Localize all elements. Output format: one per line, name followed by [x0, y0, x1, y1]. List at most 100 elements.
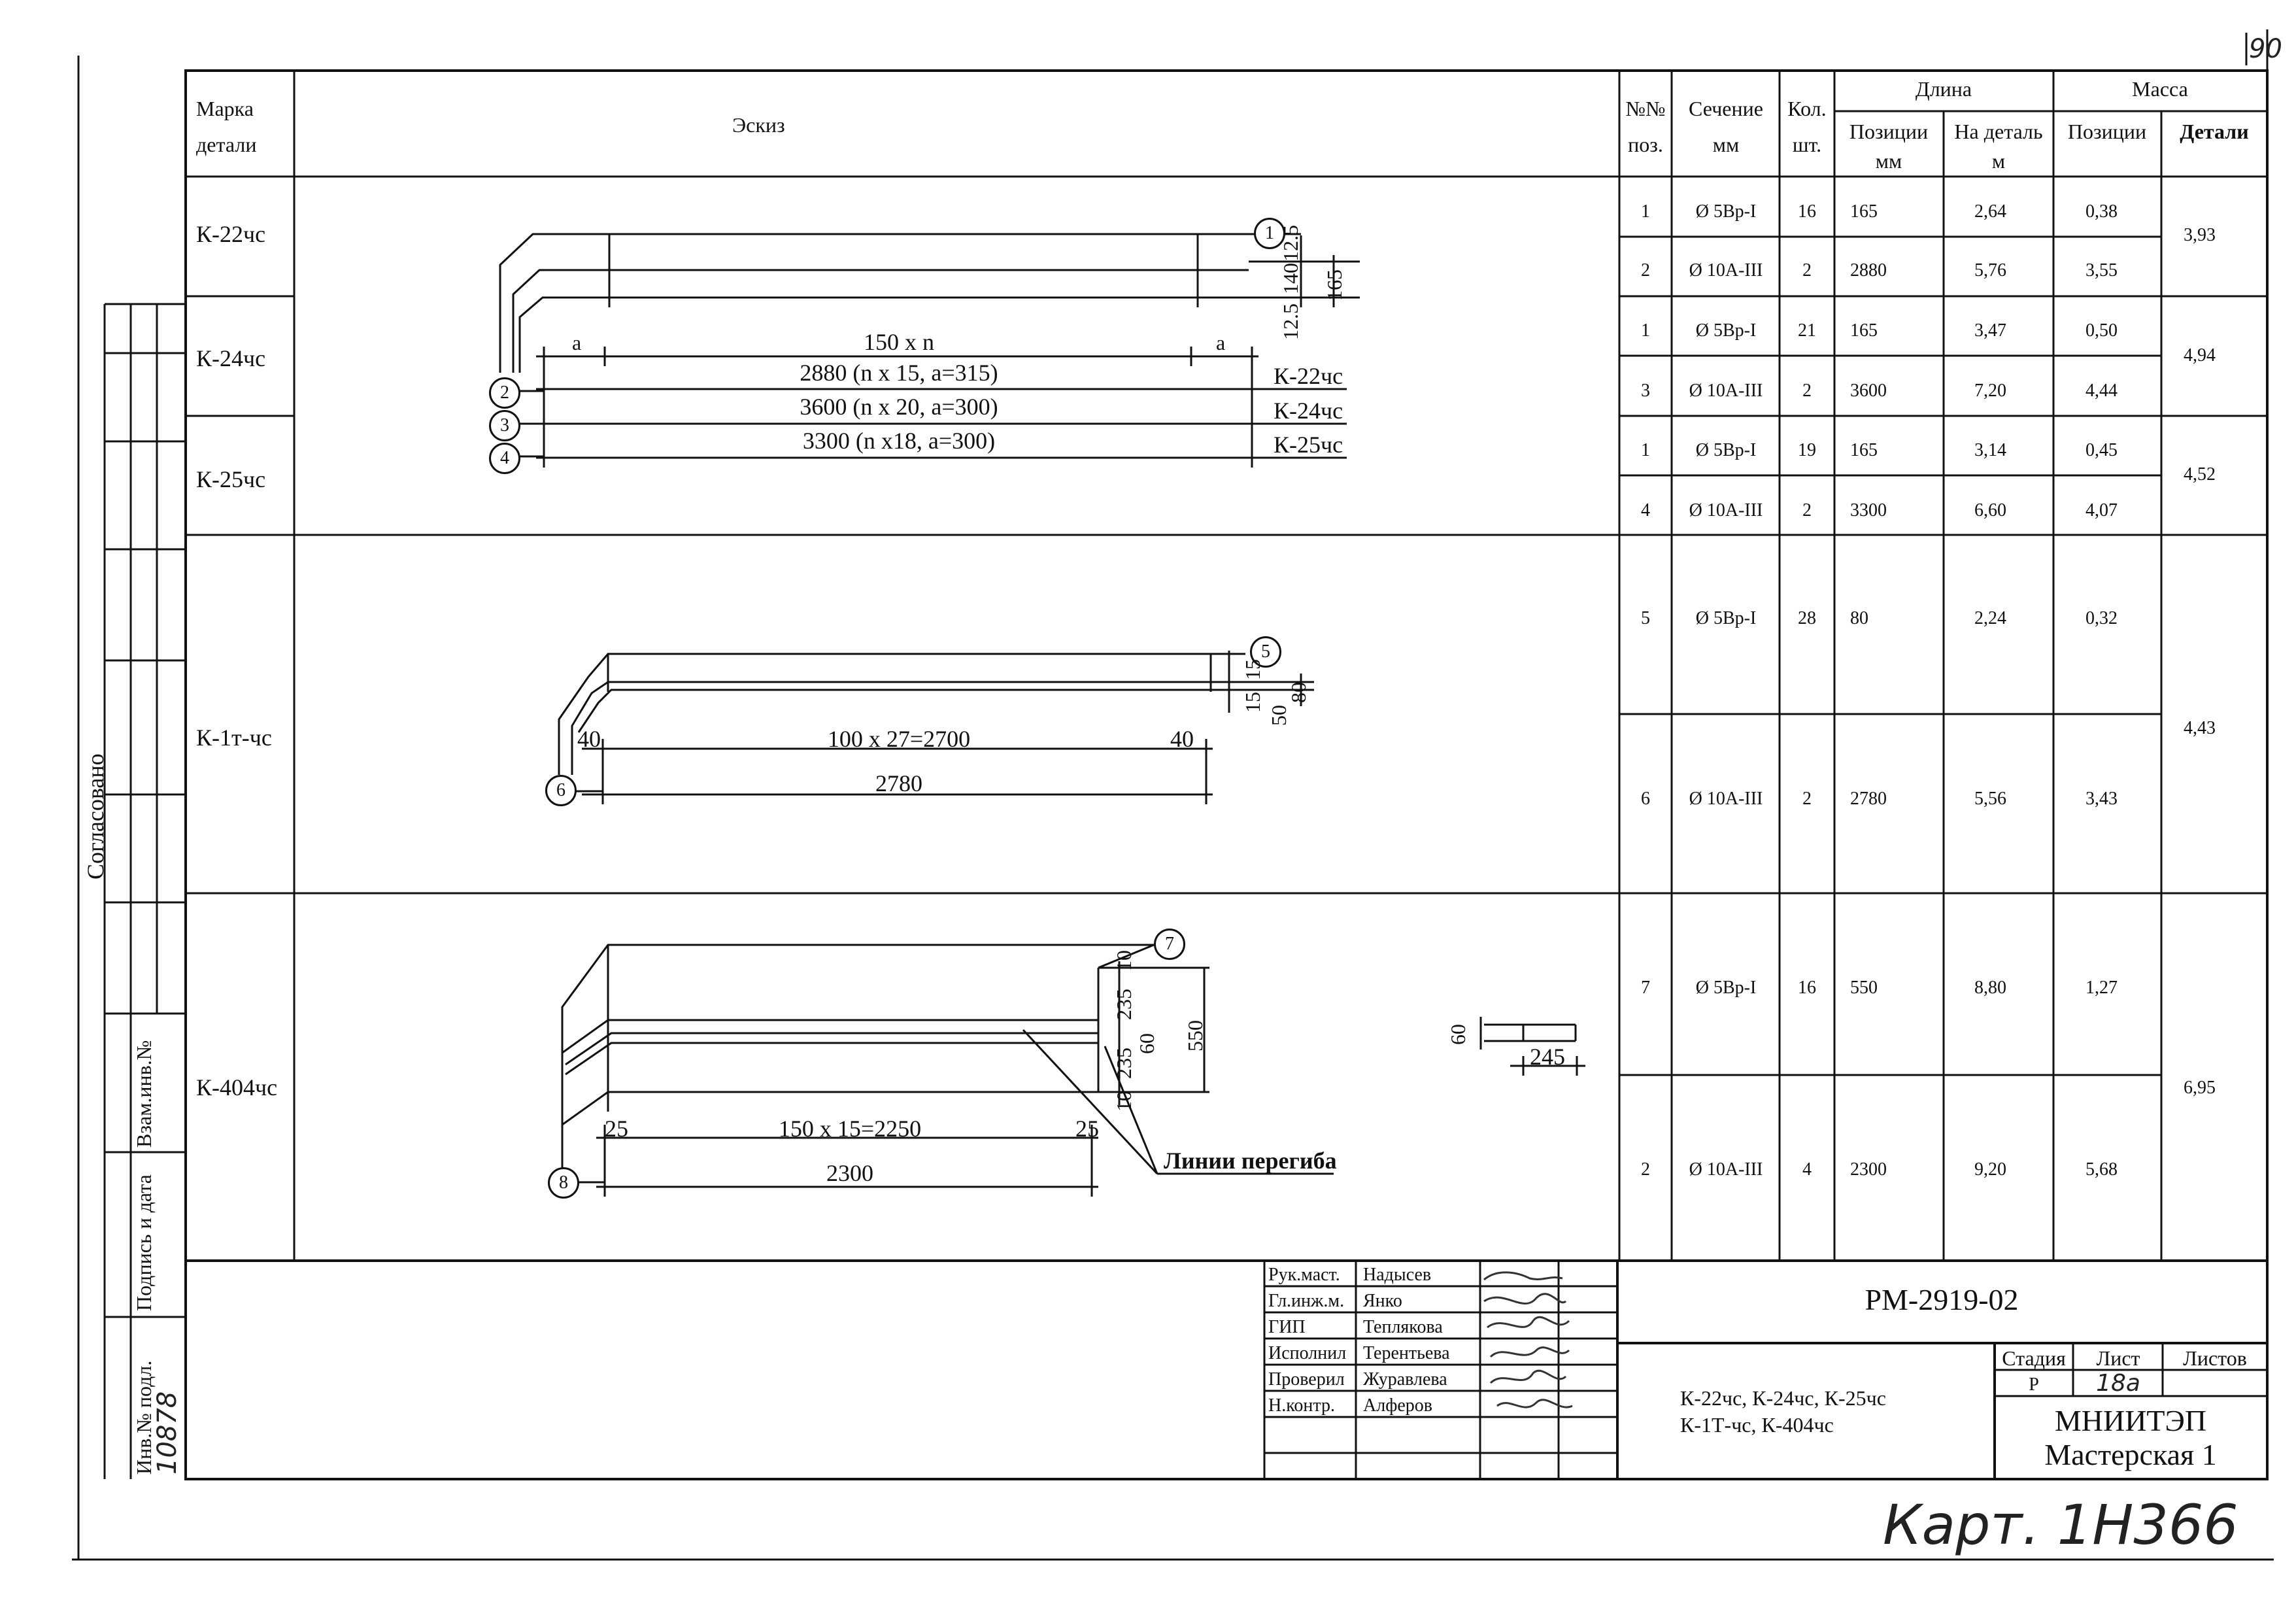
row-mass-pos: 1,27 [2085, 978, 2118, 998]
row-section: Ø 5Вр-I [1695, 201, 1757, 222]
row-len-pos: 165 [1850, 440, 1878, 460]
row-mass-pos: 5,68 [2085, 1159, 2118, 1180]
row-len-det: 2,64 [1974, 201, 2006, 222]
detail-mass: 3,93 [2184, 225, 2216, 245]
stamp-role: Н.контр. [1268, 1395, 1335, 1416]
row-pos: 6 [1641, 789, 1650, 809]
row-pos: 2 [1641, 260, 1650, 281]
row-len-det: 9,20 [1974, 1159, 2006, 1180]
row-pos: 3 [1641, 381, 1650, 401]
dim-k25: 3300 (n x18, a=300) [802, 428, 996, 454]
detail-mass: 4,43 [2184, 718, 2216, 738]
header-mark-2: детали [196, 133, 257, 156]
header-length: Длина [1915, 77, 1972, 101]
drawing-title-2: К-1Т-чс, К-404чс [1680, 1413, 1834, 1437]
row-len-pos: 80 [1850, 608, 1868, 628]
detail-mass: 4,94 [2184, 345, 2216, 366]
dim-total: 2780 [875, 770, 922, 796]
dim-span: 150 x n [864, 329, 934, 355]
header-pos-2: поз. [1628, 133, 1663, 156]
label-k24: К-24чс [1274, 398, 1343, 424]
header-qty: Кол. [1787, 97, 1827, 120]
sheet-value: 18а [2096, 1370, 2140, 1397]
row-section: Ø 10А-III [1689, 789, 1763, 809]
section-height: 60 [1446, 1024, 1470, 1045]
dim-h-bot: 10 [1112, 1091, 1136, 1112]
row-qty: 2 [1802, 260, 1812, 281]
row-len-pos: 165 [1850, 320, 1878, 341]
dim-h1: 15 [1241, 659, 1264, 680]
dim-h2: 60 [1135, 1033, 1158, 1054]
row-qty: 2 [1802, 500, 1812, 520]
dim-a-right: a [1216, 331, 1226, 354]
dim-h-mid: 140 [1279, 263, 1302, 294]
pos-marker-7: 7 [1154, 929, 1185, 960]
org-name: МНИИТЭП [2054, 1404, 2207, 1437]
pos-marker-1: 1 [1254, 218, 1285, 249]
dim-h-total: 165 [1323, 269, 1346, 301]
row-pos: 5 [1641, 608, 1650, 628]
pos-marker-5: 5 [1250, 636, 1281, 668]
row-qty: 4 [1802, 1159, 1812, 1180]
org-workshop: Мастерская 1 [2044, 1438, 2217, 1471]
section-width: 245 [1530, 1044, 1565, 1070]
stamp-name: Теплякова [1363, 1317, 1443, 1337]
mark-k22: К-22чс [196, 221, 266, 247]
stamp-role: Рук.маст. [1268, 1265, 1340, 1285]
dim-h-total: 550 [1183, 1020, 1207, 1051]
dim-a-left: a [572, 331, 582, 354]
header-mass: Масса [2132, 77, 2188, 101]
header-length-pos-unit: мм [1875, 149, 1902, 173]
stamp-role: ГИП [1268, 1317, 1306, 1337]
stamp-name: Надысев [1363, 1265, 1432, 1285]
row-len-pos: 2780 [1850, 789, 1887, 809]
stamp-role: Исполнил [1268, 1343, 1347, 1363]
dim-h1: 235 [1112, 989, 1136, 1020]
dim-right: 25 [1075, 1116, 1099, 1142]
document-code: РМ-2919-02 [1865, 1283, 2019, 1316]
footer-note: Карт. 1Н366 [1883, 1493, 2238, 1557]
header-length-det: На деталь [1954, 120, 2043, 143]
row-section: Ø 5Вр-I [1695, 440, 1757, 460]
row-qty: 2 [1802, 381, 1812, 401]
row-len-det: 2,24 [1974, 608, 2006, 628]
margin-inv-number: 10878 [152, 1391, 182, 1475]
row-section: Ø 5Вр-I [1695, 978, 1757, 998]
row-len-det: 8,80 [1974, 978, 2006, 998]
dim-k24: 3600 (n x 20, a=300) [800, 394, 998, 420]
dim-h-bot: 12.5 [1279, 303, 1302, 340]
sheet-header: Лист [2096, 1346, 2140, 1370]
detail-mass: 4,52 [2184, 464, 2216, 485]
label-k25: К-25чс [1274, 432, 1343, 458]
dim-h3: 235 [1112, 1048, 1136, 1079]
stamp-name: Журавлева [1363, 1369, 1447, 1390]
row-mass-pos: 4,07 [2085, 500, 2118, 520]
margin-agreed: Согласовано [82, 753, 109, 879]
margin-sign-date: Подпись и дата [132, 1174, 156, 1311]
mark-k25: К-25чс [196, 466, 266, 492]
header-length-pos: Позиции [1849, 120, 1929, 143]
row-pos: 2 [1641, 1159, 1650, 1180]
row-section: Ø 10А-III [1689, 260, 1763, 281]
row-pos: 4 [1641, 500, 1650, 520]
dim-right: 40 [1170, 726, 1194, 752]
row-mass-pos: 0,50 [2085, 320, 2118, 341]
row-len-det: 3,14 [1974, 440, 2006, 460]
row-section: Ø 10А-III [1689, 381, 1763, 401]
sheets-header: Листов [2183, 1346, 2247, 1370]
row-len-pos: 550 [1850, 978, 1878, 998]
row-qty: 16 [1798, 201, 1816, 222]
pos-marker-2: 2 [489, 377, 520, 409]
row-len-det: 6,60 [1974, 500, 2006, 520]
row-len-pos: 165 [1850, 201, 1878, 222]
row-pos: 7 [1641, 978, 1650, 998]
row-pos: 1 [1641, 440, 1650, 460]
dim-h3: 15 [1241, 692, 1264, 713]
dim-h4: 80 [1287, 682, 1310, 703]
row-len-pos: 3300 [1850, 500, 1887, 520]
dim-left: 40 [577, 726, 601, 752]
pos-marker-8: 8 [548, 1167, 579, 1199]
row-len-pos: 3600 [1850, 381, 1887, 401]
stage-value: Р [2029, 1374, 2039, 1395]
